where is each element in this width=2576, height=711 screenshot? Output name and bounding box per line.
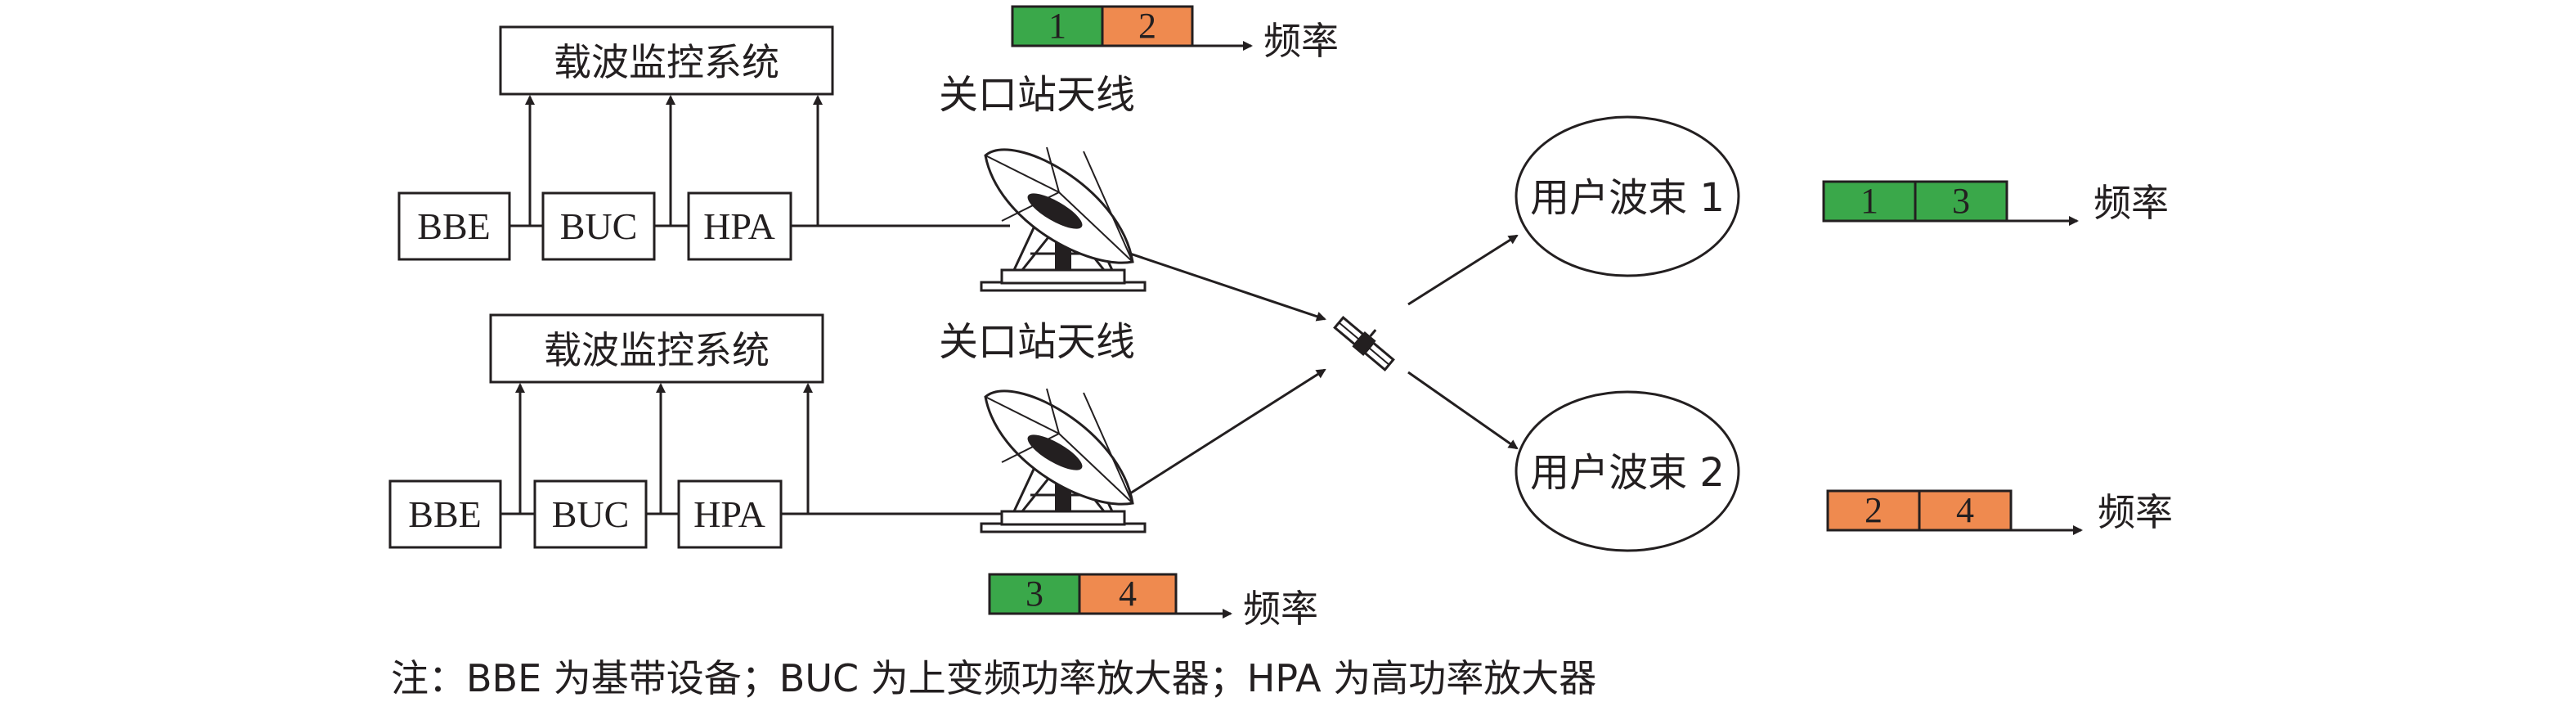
frequency-label: 频率 bbox=[1243, 587, 1318, 631]
spectrum-label-2: 2 bbox=[1138, 6, 1156, 46]
buc-label-1: BUC bbox=[560, 205, 638, 247]
bbe-block-1 bbox=[397, 191, 511, 261]
beam-label-1: 用户波束 1 bbox=[1530, 175, 1725, 221]
carrier-monitor-label-2: 载波监控系统 bbox=[544, 328, 770, 372]
satellite-icon bbox=[1333, 316, 1395, 371]
ground-chain-1: 载波监控系统 BBE BUC HPA 关口站天线 bbox=[397, 5, 1339, 322]
ground-chain-2: 载波监控系统 BBE BUC HPA 关口站天线 3 4 bbox=[388, 313, 1326, 631]
spectrum-label-4: 4 bbox=[1119, 574, 1137, 614]
footnote: 注：BBE 为基带设备；BUC 为上变频功率放大器；HPA 为高功率放大器 bbox=[391, 656, 1596, 700]
spectrum-segment-2 bbox=[1101, 5, 1194, 47]
dish-antenna-icon-2 bbox=[980, 388, 1147, 533]
bbe-block-2 bbox=[388, 479, 502, 549]
dish-antenna-icon-1 bbox=[980, 146, 1147, 292]
spectrum-segment-b1-3 bbox=[1914, 180, 2008, 223]
spectrum-bar-gateway-2: 3 4 频率 bbox=[988, 573, 1318, 631]
user-beam-1: 用户波束 1 bbox=[1515, 115, 1740, 277]
frequency-label: 频率 bbox=[1263, 19, 1339, 63]
downlink-arrow-1 bbox=[1407, 234, 1519, 306]
spectrum-bar-beam-2: 2 4 频率 bbox=[1826, 489, 2173, 535]
spectrum-segment-b2-2 bbox=[1826, 489, 1921, 532]
uplink-arrow-2 bbox=[1129, 368, 1326, 495]
uplink-arrow-1 bbox=[1129, 252, 1326, 322]
spectrum-label-b1-3: 3 bbox=[1952, 181, 1970, 221]
spectrum-segment-b2-4 bbox=[1918, 489, 2013, 532]
frequency-label: 频率 bbox=[2094, 181, 2169, 225]
spectrum-label-3: 3 bbox=[1025, 574, 1043, 614]
spectrum-label-1: 1 bbox=[1048, 6, 1066, 46]
spectrum-bar-beam-1: 1 3 频率 bbox=[1822, 180, 2169, 226]
buc-label-2: BUC bbox=[552, 493, 630, 535]
carrier-monitor-box-2 bbox=[489, 313, 824, 384]
buc-block-1 bbox=[541, 191, 656, 261]
hpa-label-1: HPA bbox=[703, 205, 775, 247]
spectrum-label-b2-2: 2 bbox=[1865, 490, 1883, 530]
beam-ellipse-1 bbox=[1515, 115, 1740, 277]
spectrum-segment-1 bbox=[1011, 5, 1104, 47]
beam-ellipse-2 bbox=[1515, 390, 1740, 552]
spectrum-label-b2-4: 4 bbox=[1956, 490, 1974, 530]
user-beam-2: 用户波束 2 bbox=[1515, 390, 1740, 552]
hpa-block-2 bbox=[677, 479, 783, 549]
downlink-arrow-2 bbox=[1407, 371, 1519, 450]
gateway-antenna-label-2: 关口站天线 bbox=[939, 319, 1135, 365]
frequency-label: 频率 bbox=[2098, 490, 2173, 534]
spectrum-segment-4 bbox=[1078, 573, 1178, 615]
beam-label-2: 用户波束 2 bbox=[1530, 450, 1725, 496]
gateway-antenna-label-1: 关口站天线 bbox=[939, 72, 1135, 118]
spectrum-segment-3 bbox=[988, 573, 1081, 615]
bbe-label-1: BBE bbox=[417, 205, 490, 247]
spectrum-label-b1-1: 1 bbox=[1860, 181, 1878, 221]
carrier-monitor-box-1 bbox=[499, 25, 834, 96]
hpa-label-2: HPA bbox=[693, 493, 765, 535]
carrier-monitor-label-1: 载波监控系统 bbox=[554, 40, 779, 84]
spectrum-bar-gateway-1: 1 2 频率 bbox=[1011, 5, 1339, 63]
bbe-label-2: BBE bbox=[408, 493, 481, 535]
